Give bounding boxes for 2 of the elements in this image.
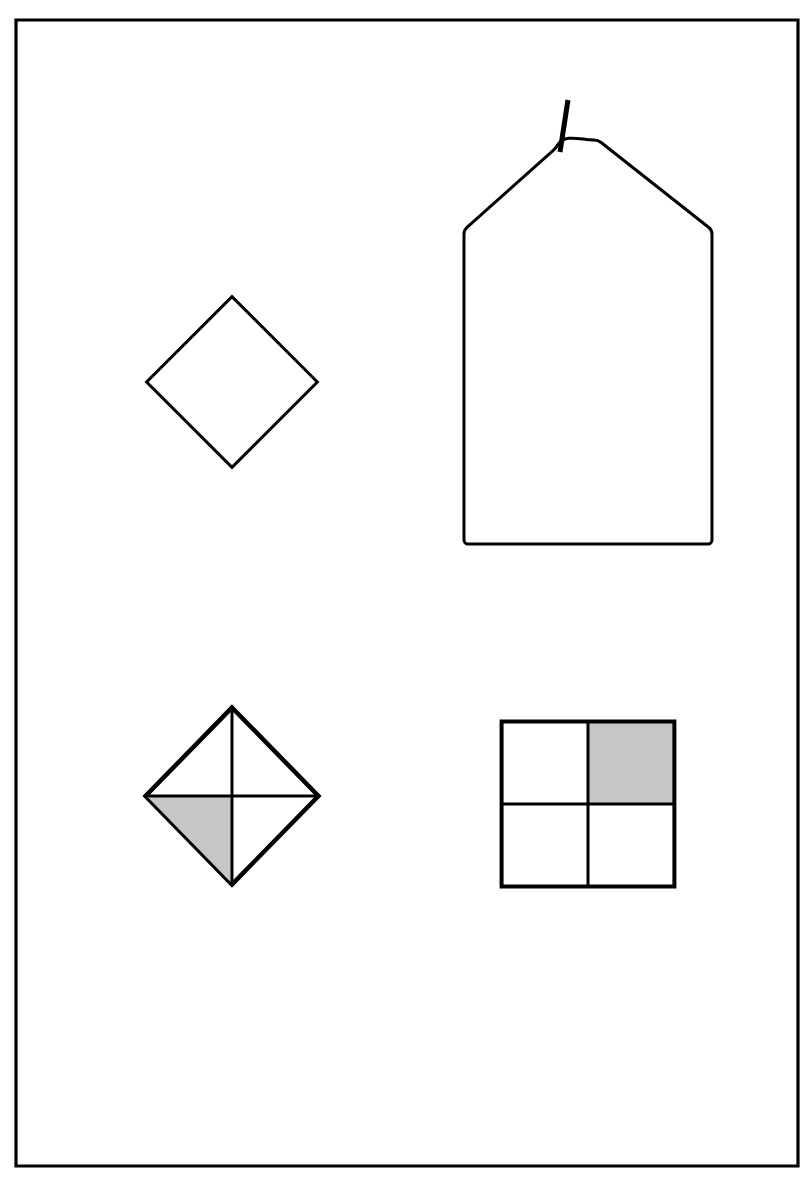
square-shape: [499, 719, 677, 889]
tag-shape: [462, 99, 714, 546]
